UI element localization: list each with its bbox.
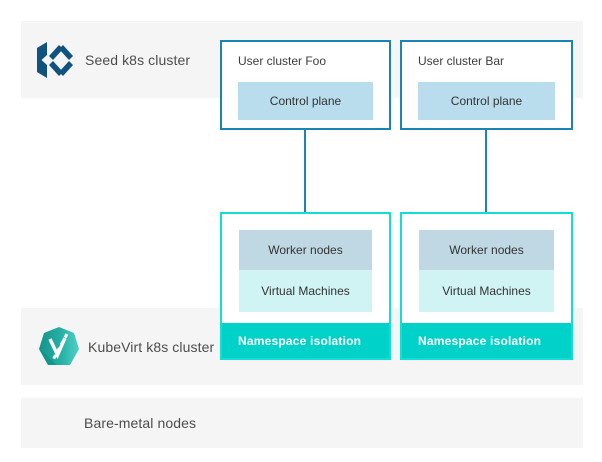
kubevirt-box-bar: Worker nodes Virtual Machines Namespace … [400, 212, 573, 360]
kubevirt-cluster-label: KubeVirt k8s cluster [88, 338, 215, 355]
user-cluster-bar-title: User cluster Bar [418, 54, 505, 68]
worker-nodes-chip: Worker nodes [419, 230, 554, 270]
bare-metal-band: Bare-metal nodes [21, 398, 583, 448]
kubevirt-box-foo: Worker nodes Virtual Machines Namespace … [220, 212, 391, 360]
connector-line-bar [485, 129, 487, 213]
namespace-isolation-band: Namespace isolation [402, 323, 571, 358]
kubevirt-box-bar-inner: Worker nodes Virtual Machines [402, 214, 571, 312]
kubevirt-box-foo-inner: Worker nodes Virtual Machines [222, 214, 389, 312]
user-cluster-bar-box: User cluster Bar Control plane [400, 40, 573, 130]
control-plane-chip: Control plane [418, 82, 555, 120]
virtual-machines-chip: Virtual Machines [239, 270, 372, 312]
user-cluster-foo-box: User cluster Foo Control plane [220, 40, 391, 130]
kubevirt-logo-icon [37, 325, 81, 369]
user-cluster-foo-title: User cluster Foo [238, 54, 327, 68]
worker-nodes-chip: Worker nodes [239, 230, 372, 270]
virtual-machines-chip: Virtual Machines [419, 270, 554, 312]
namespace-isolation-band: Namespace isolation [222, 323, 389, 358]
connector-line-foo [304, 129, 306, 213]
control-plane-chip: Control plane [238, 82, 373, 120]
kubermatic-logo-icon [36, 40, 76, 80]
bare-metal-label: Bare-metal nodes [84, 415, 197, 431]
seed-cluster-label: Seed k8s cluster [85, 51, 191, 68]
